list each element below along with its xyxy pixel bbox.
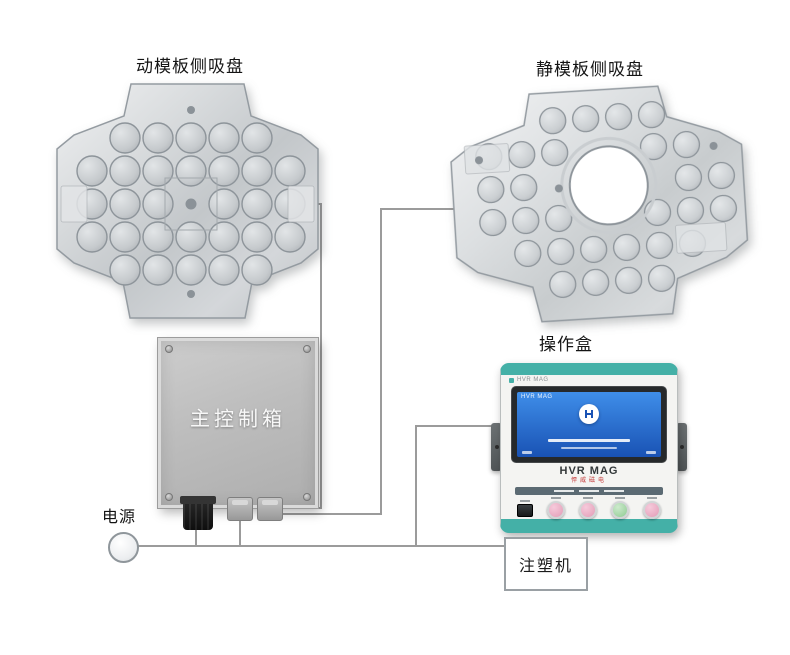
label-right-chuck: 静模板侧吸盘 [536, 60, 644, 79]
control-group [611, 497, 629, 519]
label-power: 电源 [102, 509, 137, 526]
cable-operation-box [415, 425, 498, 546]
operation-box-shell: HVR MAG HVR MAG HVR MAG 悍威磁电 [500, 363, 678, 533]
screen-brand-text: HVR MAG [521, 393, 553, 400]
control-box-label: 主控制箱 [190, 408, 286, 431]
magnet-pole-circles [76, 122, 306, 286]
left-chuck-plate [56, 83, 319, 319]
touchscreen: HVR MAG [517, 391, 661, 458]
control-group [547, 497, 565, 519]
screen-bezel: HVR MAG [511, 385, 667, 464]
main-control-box: 主控制箱 [158, 338, 318, 508]
plate-machined-features [60, 106, 315, 298]
center-through-hole [560, 136, 658, 234]
logo-glyph-icon [585, 409, 593, 418]
pink-button [547, 501, 565, 519]
screw-icon [165, 345, 173, 353]
screen-softkey [522, 451, 532, 455]
brand-mini-text: HVR MAG [517, 377, 549, 384]
mounting-tab-right [676, 423, 687, 471]
cable-gland-black [180, 496, 216, 530]
operation-box-header: HVR MAG [501, 375, 677, 386]
magnet-pole-circles [475, 101, 738, 299]
green-button [611, 501, 629, 519]
brand-chinese-text: 悍威磁电 [570, 477, 607, 484]
model-label-strip [515, 487, 663, 495]
screw-icon [303, 345, 311, 353]
label-left-chuck: 动模板侧吸盘 [136, 57, 244, 76]
screw-icon [303, 493, 311, 501]
power-rocker-switch [517, 503, 533, 517]
cable-right-chuck [270, 208, 470, 515]
control-group [579, 497, 597, 519]
plate-machined-features [463, 141, 728, 254]
injection-machine-box: 注塑机 [504, 537, 588, 591]
pink-button [643, 501, 661, 519]
cable-connector-2 [257, 497, 283, 521]
power-node [108, 532, 139, 563]
screw-icon [165, 493, 173, 501]
label-operation-box: 操作盒 [539, 335, 593, 354]
mounting-tab-left [491, 423, 502, 471]
screen-text-line [548, 439, 630, 443]
pink-button [579, 501, 597, 519]
brand-row: HVR MAG 悍威磁电 [501, 466, 677, 484]
control-group [517, 500, 533, 517]
right-chuck-plate [450, 85, 749, 323]
control-panel [517, 497, 661, 519]
operation-box: HVR MAG HVR MAG HVR MAG 悍威磁电 [491, 363, 687, 533]
injection-machine-label: 注塑机 [518, 558, 573, 575]
screen-softkey [646, 451, 656, 455]
control-group [643, 497, 661, 519]
brand-mark-icon [509, 377, 514, 383]
screen-text-line [561, 447, 617, 450]
brand-logo-text: HVR MAG [559, 465, 619, 478]
logo-circle-icon [579, 403, 599, 424]
cable-connector-1 [227, 497, 253, 521]
